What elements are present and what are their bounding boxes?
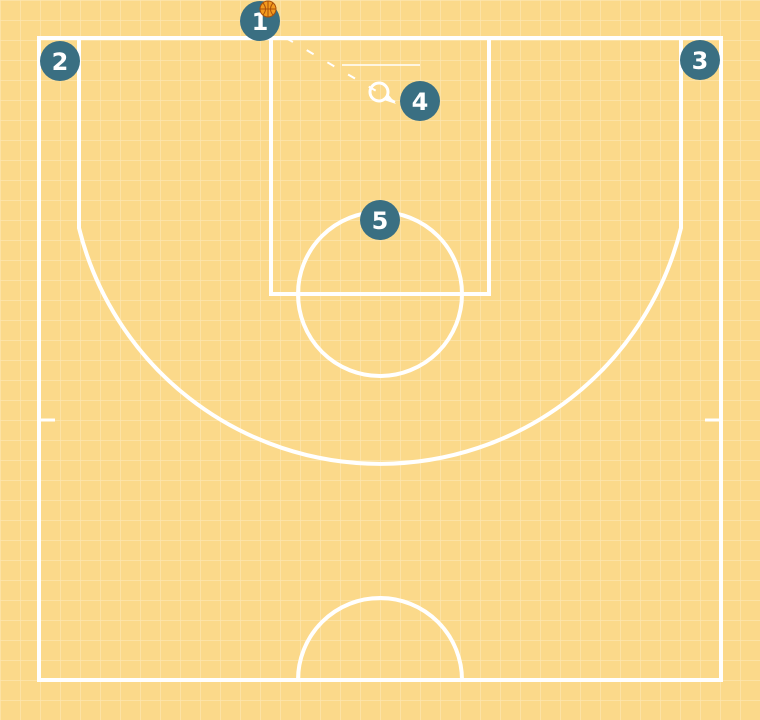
screen-marker-icon: [368, 81, 390, 103]
court-lines: [37, 36, 723, 682]
player-2-label: 2: [52, 48, 69, 76]
center-circle: [296, 596, 464, 681]
player-4-label: 4: [412, 88, 429, 116]
player-3-marker[interactable]: 3: [680, 40, 720, 80]
play-annotations: [285, 37, 420, 104]
three-point-line: [77, 38, 683, 466]
paint-key: [269, 36, 491, 296]
basketball-icon: [259, 0, 277, 18]
player-3-label: 3: [692, 47, 709, 75]
player-4-marker[interactable]: 4: [400, 81, 440, 121]
player-2-marker[interactable]: 2: [40, 41, 80, 81]
player-5-label: 5: [372, 207, 389, 235]
players: 1 2 3 4 5: [40, 0, 720, 240]
player-5-marker[interactable]: 5: [360, 200, 400, 240]
arrow-head-icon: [384, 94, 396, 104]
player-1-marker[interactable]: 1: [240, 0, 280, 41]
